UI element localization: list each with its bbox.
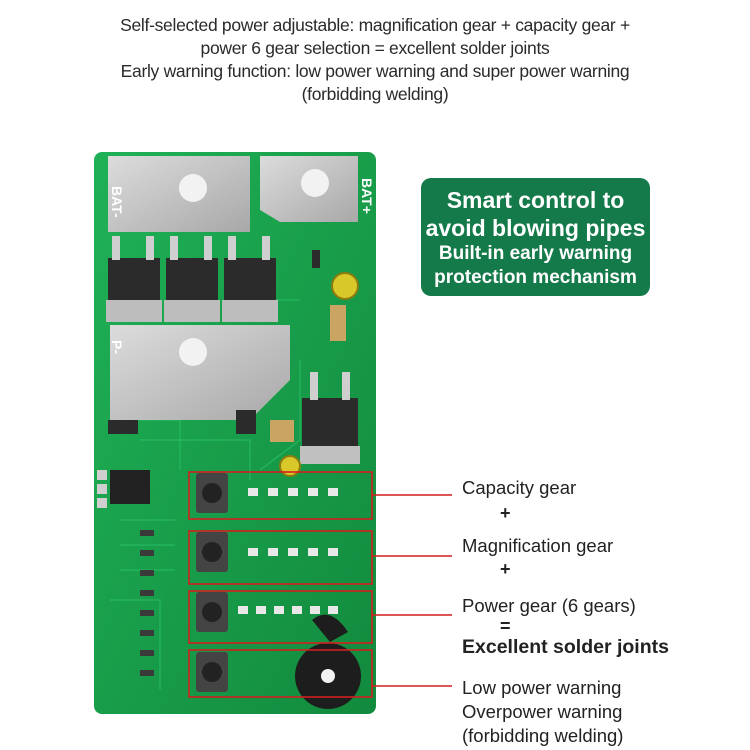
bat-minus-pad — [108, 156, 250, 232]
mosfet-group — [106, 236, 278, 322]
header-line-1: Self-selected power adjustable: magnific… — [120, 15, 630, 35]
led-indicators — [238, 488, 338, 614]
highlight-boxes — [188, 471, 373, 698]
header-line-2: power 6 gear selection = excellent solde… — [200, 38, 550, 58]
equals-sign: = — [500, 616, 511, 636]
low-power-warning-label: Low power warning — [462, 677, 622, 698]
voltage-regulator — [302, 398, 358, 446]
header-line-4: (forbidding welding) — [301, 84, 449, 104]
mcu-chip — [110, 470, 150, 504]
power-gear-label: Power gear (6 gears) — [462, 595, 636, 616]
badge-line-3: Built-in early warning — [438, 243, 633, 264]
capacity-gear-label: Capacity gear — [462, 477, 577, 498]
callout-lines — [372, 494, 452, 687]
forbidding-welding-label: (forbidding welding) — [462, 725, 624, 746]
excellent-solder-joints-label: Excellent solder joints — [462, 636, 669, 658]
bat-plus-label: BAT+ — [359, 178, 375, 214]
header-line-3: Early warning function: low power warnin… — [120, 61, 630, 81]
plus-sign-1: + — [500, 503, 511, 523]
badge-line-1: Smart control to — [446, 187, 625, 213]
p-minus-label: P- — [109, 340, 125, 354]
push-buttons — [196, 473, 228, 692]
p-minus-pad — [110, 325, 290, 420]
smart-control-badge: Smart control to avoid blowing pipes Bui… — [421, 178, 650, 296]
overpower-warning-label: Overpower warning — [462, 701, 623, 722]
plus-sign-2: + — [500, 559, 511, 579]
header-text: Self-selected power adjustable: magnific… — [0, 14, 750, 106]
badge-line-4: protection mechanism — [434, 267, 637, 288]
badge-line-2: avoid blowing pipes — [425, 215, 646, 241]
magnification-gear-label: Magnification gear — [462, 535, 614, 556]
pcb-substrate — [94, 152, 376, 714]
bat-minus-label: BAT- — [109, 186, 125, 218]
